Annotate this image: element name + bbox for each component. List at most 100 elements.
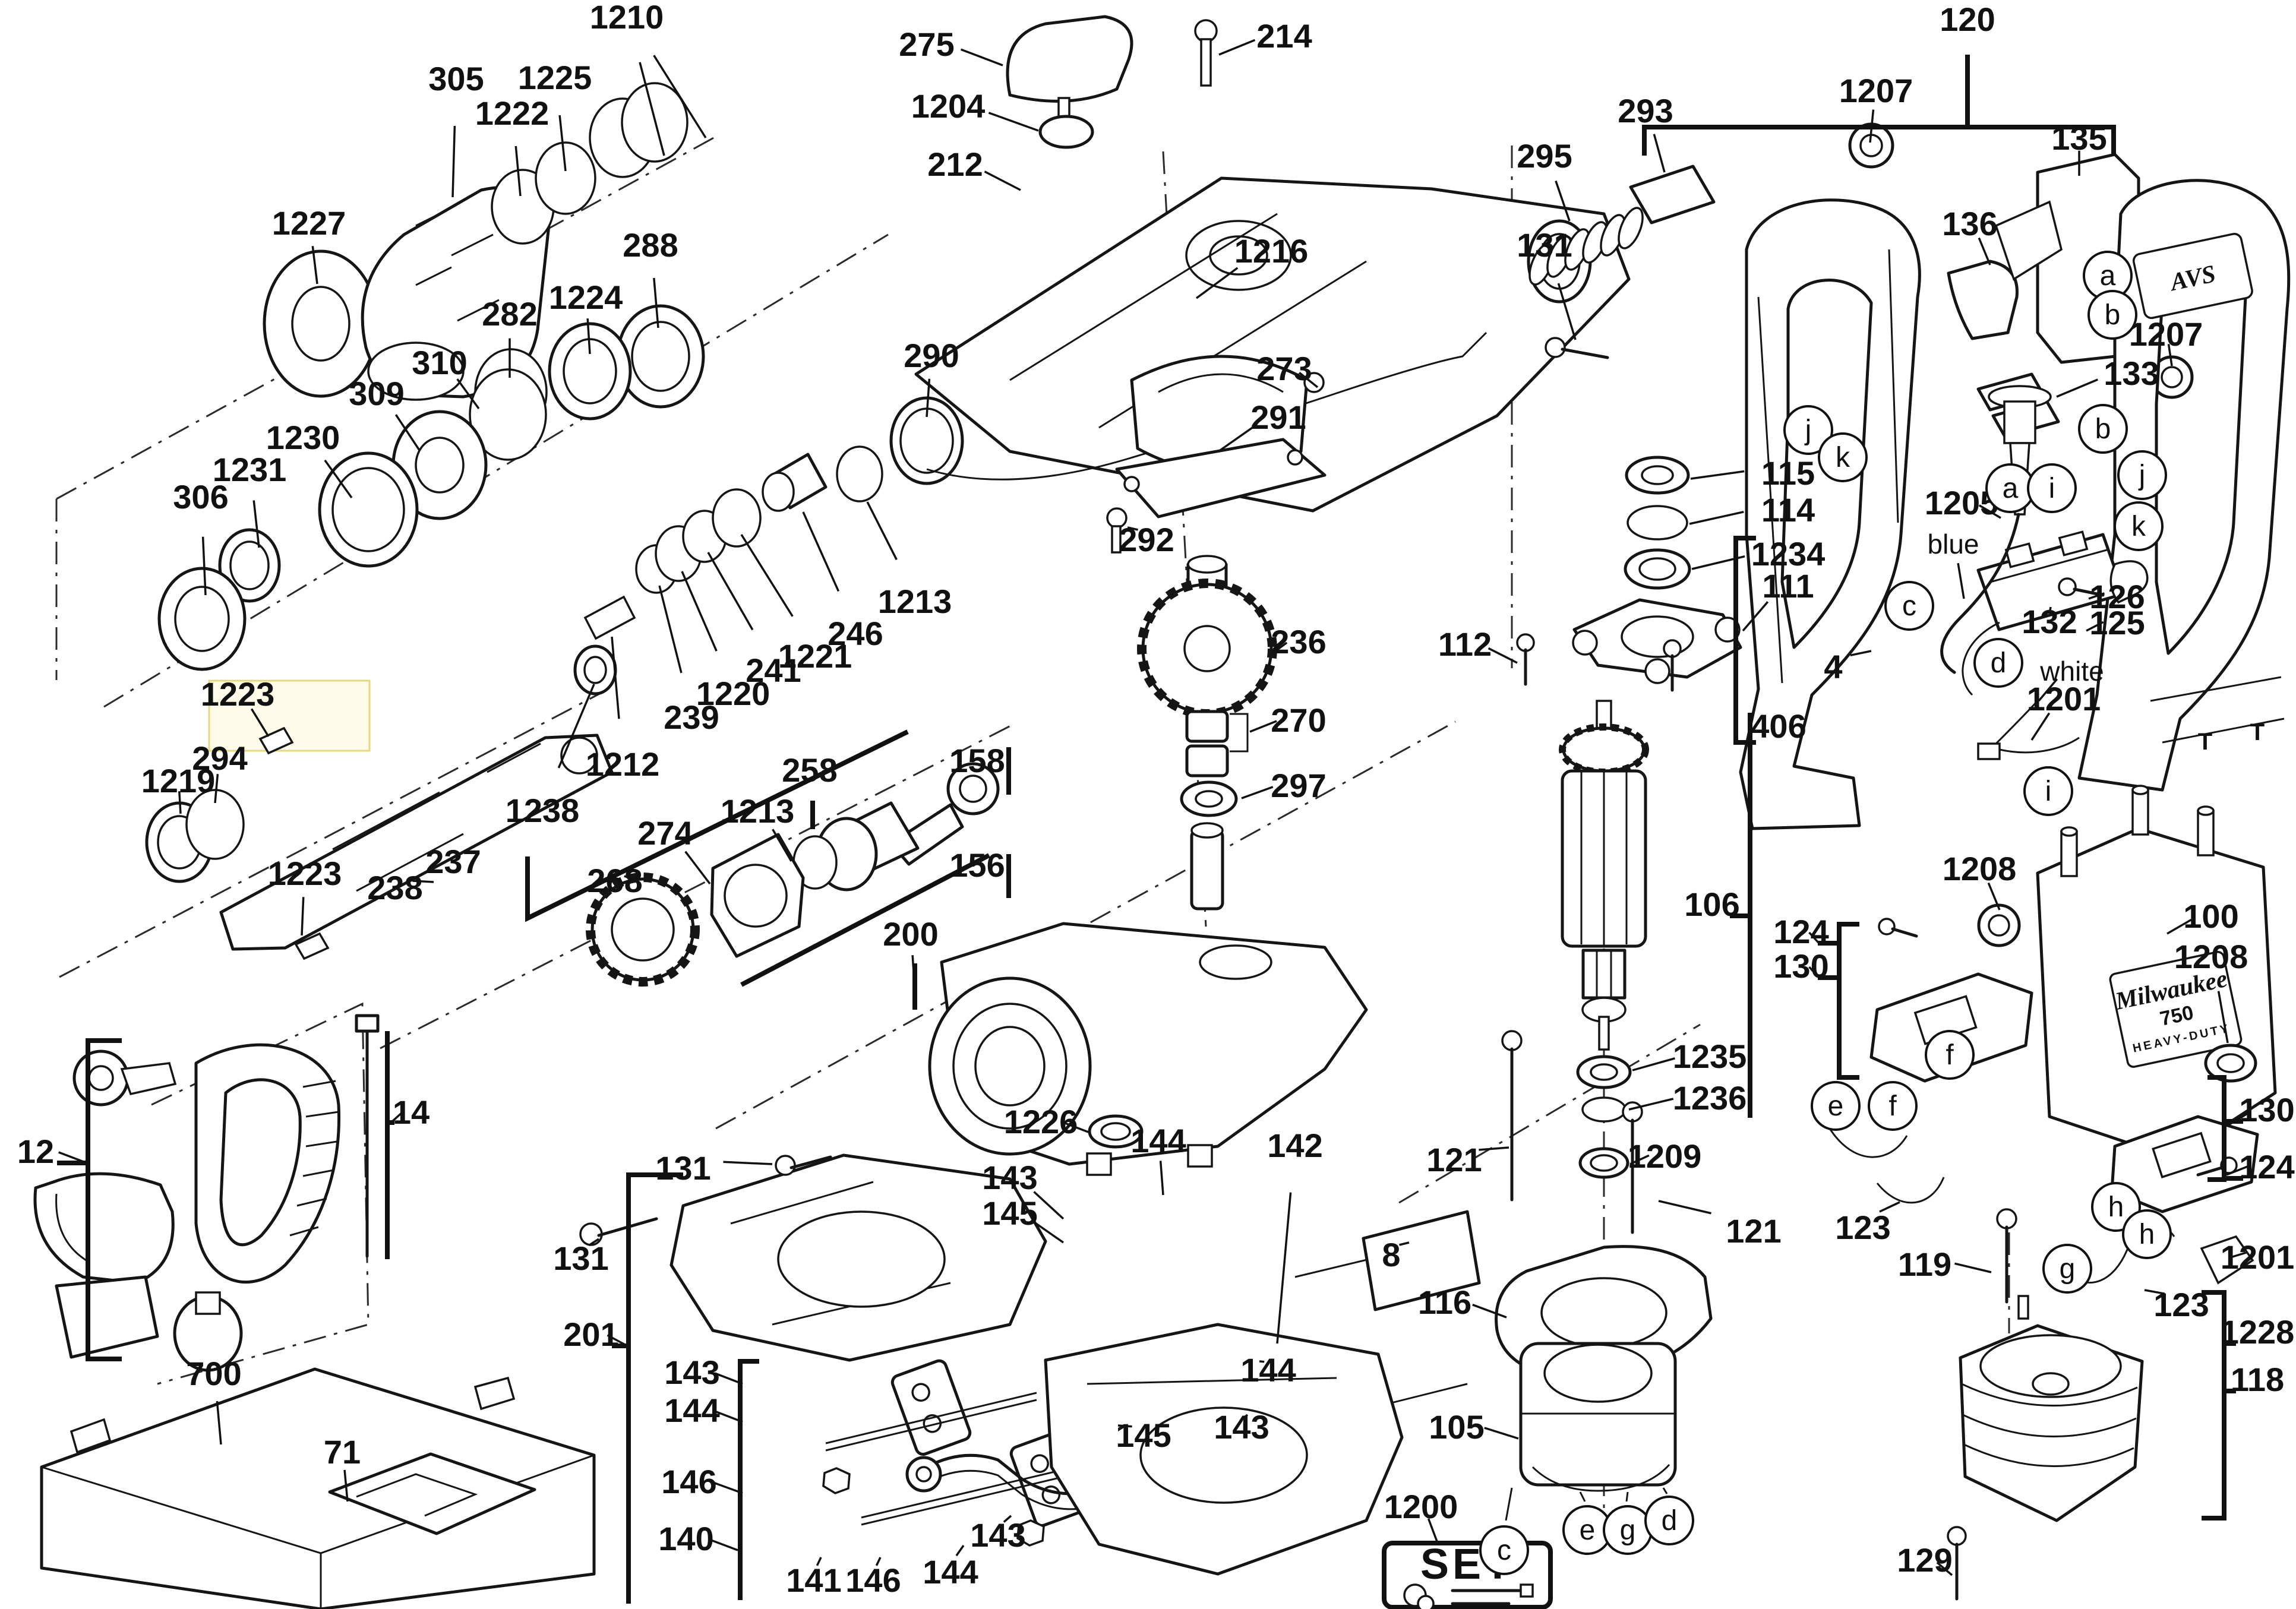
armature-bearing-stack — [1576, 1055, 1632, 1179]
leader-line-270 — [1249, 720, 1277, 733]
part-callout-131: 131 — [1517, 226, 1572, 264]
brush-holder-left — [1869, 918, 2033, 1083]
part-callout-1208: 1208 — [2174, 938, 2248, 975]
leader-line-131 — [588, 1238, 599, 1247]
part-callout-120: 120 — [1940, 1, 1995, 38]
bucket-screw-head — [1996, 1208, 2017, 1229]
part-callout-1228: 1228 — [2221, 1313, 2295, 1351]
circled-ref-e: e — [1811, 1081, 1861, 1131]
part-callout-258: 258 — [782, 751, 837, 789]
handle-rear-shell — [1044, 1323, 1404, 1576]
handle-screw — [1545, 337, 1609, 359]
leader-line-1235 — [1632, 1057, 1675, 1071]
leader-line-238 — [412, 880, 434, 883]
part-callout-123: 123 — [2153, 1286, 2209, 1323]
part-callout-116: 116 — [1418, 1284, 1471, 1321]
motor-armature — [1559, 700, 1649, 1051]
leader-line-144 — [1159, 1161, 1164, 1196]
part-callout-268: 268 — [587, 862, 642, 899]
leader-line-1220 — [681, 571, 718, 652]
leader-line-14 — [389, 1112, 402, 1125]
part-callout-305: 305 — [428, 60, 484, 97]
part-callout-12: 12 — [17, 1133, 54, 1170]
leader-line-1226 — [1062, 1121, 1089, 1133]
latch-t-mark: T — [2198, 729, 2212, 755]
part-callout-1230: 1230 — [266, 419, 340, 456]
housing-washer — [1088, 1114, 1144, 1149]
part-callout-blue: blue — [1928, 529, 1979, 559]
part-callout-106: 106 — [1684, 886, 1739, 923]
part-callout-310: 310 — [412, 344, 467, 381]
part-callout-273: 273 — [1256, 350, 1312, 387]
part-callout-136: 136 — [1942, 205, 1997, 242]
spindle-rings — [583, 396, 964, 640]
part-callout-131: 131 — [655, 1149, 710, 1187]
handle-housing-right-half: AVS T T — [2077, 179, 2291, 792]
part-callout-270: 270 — [1271, 701, 1326, 739]
svg-text:b: b — [2095, 413, 2111, 445]
part-callout-241: 241 — [746, 652, 801, 689]
retainer-plate — [1106, 438, 1327, 554]
part-callout-1219: 1219 — [141, 762, 216, 799]
part-callout-1234: 1234 — [1751, 535, 1826, 573]
leader-line-1207 — [1869, 109, 1875, 143]
part-callout-1224: 1224 — [549, 279, 623, 316]
part-callout-292: 292 — [1119, 521, 1174, 558]
part-callout-246: 246 — [828, 615, 883, 652]
svg-text:c: c — [1902, 590, 1916, 622]
part-callout-118: 118 — [2231, 1361, 2284, 1398]
leader-line-1227 — [311, 246, 318, 285]
part-callout-141: 141 — [786, 1561, 841, 1599]
wire-clip-1201 — [2200, 1235, 2254, 1285]
leader-line-1201 — [2232, 1251, 2247, 1258]
part-callout-291: 291 — [1250, 399, 1306, 436]
leader-line-144 — [1259, 1360, 1265, 1363]
svg-text:i: i — [2045, 776, 2052, 807]
part-callout-114: 114 — [1761, 491, 1815, 529]
svg-text:j: j — [2138, 460, 2146, 491]
leader-line-1230 — [324, 459, 353, 499]
svg-text:h: h — [2139, 1219, 2155, 1250]
leader-line-143 — [1033, 1191, 1065, 1220]
leader-line-1225 — [558, 115, 567, 172]
leader-line-274 — [684, 851, 711, 885]
leader-line-292 — [1127, 526, 1138, 531]
leader-line-290 — [926, 378, 931, 418]
part-callout-146: 146 — [661, 1463, 716, 1500]
leader-line-1208 — [2217, 991, 2229, 1044]
switch-screw-clamp — [2058, 560, 2149, 604]
part-callout-1221: 1221 — [778, 637, 852, 675]
hex-nut — [822, 1467, 851, 1494]
leader-line-241 — [707, 552, 754, 631]
leader-line-143 — [1003, 1515, 1012, 1523]
part-callout-71: 71 — [324, 1433, 361, 1471]
part-callout-1235: 1235 — [1673, 1038, 1747, 1075]
part-callout-1204: 1204 — [911, 87, 986, 125]
svg-text:g: g — [1620, 1515, 1636, 1546]
leader-line-293 — [1653, 134, 1666, 173]
part-callout-239: 239 — [664, 698, 719, 736]
leader-line-273 — [1299, 372, 1319, 388]
leader-line-8 — [1399, 1241, 1410, 1246]
part-callout-297: 297 — [1271, 767, 1326, 804]
circled-ref-a: a — [1985, 463, 2035, 513]
gear-housing — [928, 922, 1368, 1176]
part-callout-1236: 1236 — [1673, 1079, 1747, 1117]
part-callout-121: 121 — [1426, 1141, 1482, 1178]
field-stator — [1505, 1342, 1677, 1521]
part-callout-156: 156 — [949, 846, 1005, 884]
leader-line-1238 — [557, 684, 595, 769]
part-callout-4: 4 — [1824, 648, 1842, 685]
leader-line-1207 — [2167, 344, 2173, 366]
carrying-case — [40, 1367, 596, 1609]
fan-baffle — [1495, 1245, 1713, 1374]
leader-line-114 — [1689, 511, 1744, 525]
part-callout-125: 125 — [2089, 604, 2145, 641]
part-callout-119: 119 — [1898, 1246, 1951, 1283]
case-latch — [70, 1418, 112, 1454]
leader-line-1223 — [250, 708, 270, 737]
part-callout-146: 146 — [845, 1561, 901, 1599]
brush-holder-right — [2110, 1115, 2259, 1213]
svg-text:i: i — [2049, 473, 2055, 504]
